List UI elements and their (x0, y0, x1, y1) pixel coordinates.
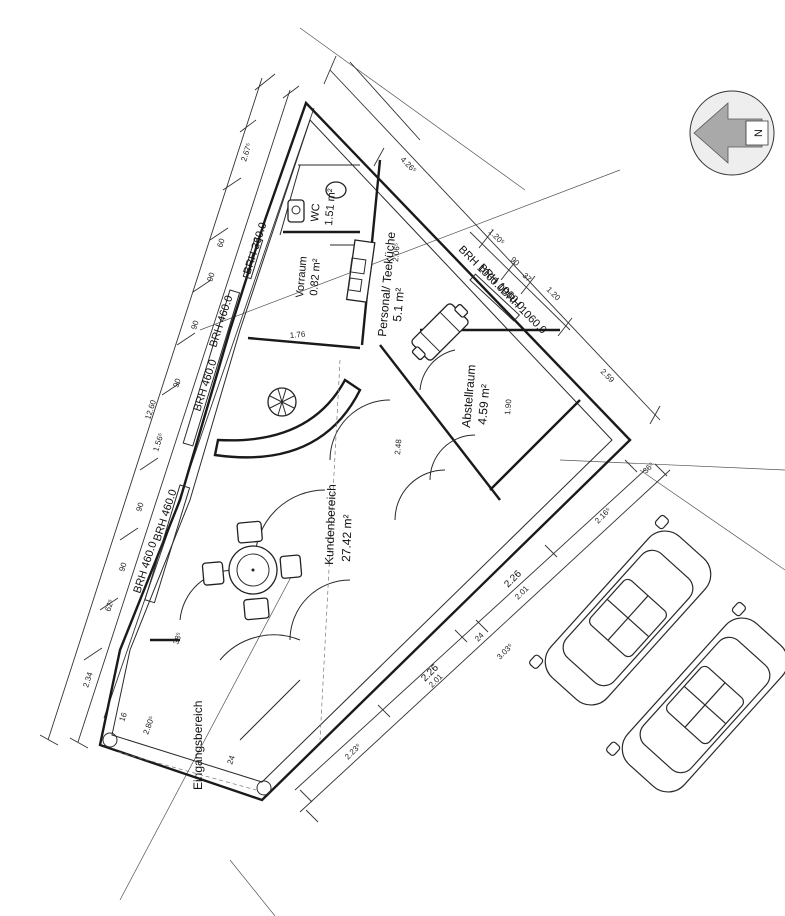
dim-front-216: 2.16⁵ (593, 506, 613, 526)
left-dimension-chains (40, 74, 314, 748)
room-kundenbereich-area: 27.42 m² (339, 514, 355, 562)
table-with-chairs (199, 518, 305, 623)
north-arrow-icon: N (690, 91, 774, 175)
dim-right-8: 2.48 (393, 438, 403, 455)
dim-right-7: 1.90 (503, 398, 513, 415)
dim-front-201-b: 2.01 (513, 584, 531, 602)
room-wc-name: WC (309, 203, 323, 222)
room-wc-area: 1.51 m² (323, 188, 338, 227)
dim-front-303: 3.03⁵ (495, 642, 515, 662)
dim-left-2: 90 (205, 271, 216, 283)
building-walls (100, 103, 630, 800)
dim-misc-176: 1.76 (289, 330, 306, 340)
parked-cars (528, 514, 785, 804)
room-abstellraum-name: Abstellraum (459, 364, 478, 428)
north-label: N (753, 129, 765, 137)
dim-misc-385: 38⁵ (171, 631, 184, 646)
dim-left-8: 62⁵ (103, 598, 115, 612)
dim-left-0: 2.67⁵ (239, 142, 253, 163)
staff-furniture (406, 298, 474, 366)
dim-right-6: 2.06⁵ (391, 243, 402, 263)
dim-left-6: 90 (134, 501, 145, 513)
room-abstellraum-area: 4.59 m² (475, 384, 492, 426)
room-vorraum-area: 0.82 m² (308, 258, 323, 297)
dim-left-4: 90 (171, 377, 182, 389)
right-dimension-chains (324, 56, 660, 424)
room-kundenbereich-name: Kundenbereich (322, 484, 339, 565)
room-personal-area: 5.1 m² (390, 287, 407, 322)
dim-front-223: 2.23⁵ (343, 742, 363, 762)
dim-misc-16: 16 (117, 711, 129, 723)
dim-left-7: 90 (117, 561, 128, 573)
left-dimension-texts: 2.67⁵ 60 90 90 90 1.56⁵ 90 90 62⁵ 2.34 1… (81, 142, 253, 689)
room-labels: Kundenbereich 27.42 m² Personal/ Teeküch… (191, 188, 493, 790)
dim-misc-24b: 24 (225, 754, 237, 766)
front-dimension-chains (295, 460, 670, 822)
room-vorraum-name: Vorraum (294, 256, 310, 298)
dim-left-9: 2.34 (81, 671, 95, 689)
dim-right-5: 2.59 (599, 367, 617, 385)
doors (180, 350, 475, 740)
dim-right-3: 37 (521, 271, 534, 284)
dim-left-1: 60 (215, 237, 226, 249)
dim-left-10: 12.60 (143, 398, 158, 420)
dim-right-1: 1.20⁵ (487, 227, 507, 247)
dim-right-2: 90 (509, 255, 522, 268)
dim-left-5: 1.56⁵ (151, 432, 165, 453)
dim-right-0: 4.26⁵ (399, 155, 419, 175)
dim-front-36: 36⁵ (641, 460, 656, 475)
entrance-columns (103, 733, 271, 795)
windows (145, 238, 519, 603)
kitchenette (347, 240, 375, 302)
construction-lines (120, 28, 785, 916)
brh-460-label-b: BRH 460.0 (191, 358, 219, 413)
plant-icon (268, 388, 296, 416)
service-counter (215, 380, 360, 457)
room-eingangsbereich-name: Eingangsbereich (191, 701, 205, 790)
right-dimension-texts: 4.26⁵ 1.20⁵ 90 37 1.20 2.59 2.06⁵ 1.90 2… (391, 155, 616, 455)
wc-fixtures (288, 182, 346, 222)
dim-misc-280: 2.80⁵ (141, 715, 156, 736)
front-dimension-texts: 2.26 2.01 2.26 2.01 24 3.03⁵ 2.16⁵ 36⁵ 2… (343, 460, 656, 761)
dim-left-3: 90 (189, 319, 200, 331)
